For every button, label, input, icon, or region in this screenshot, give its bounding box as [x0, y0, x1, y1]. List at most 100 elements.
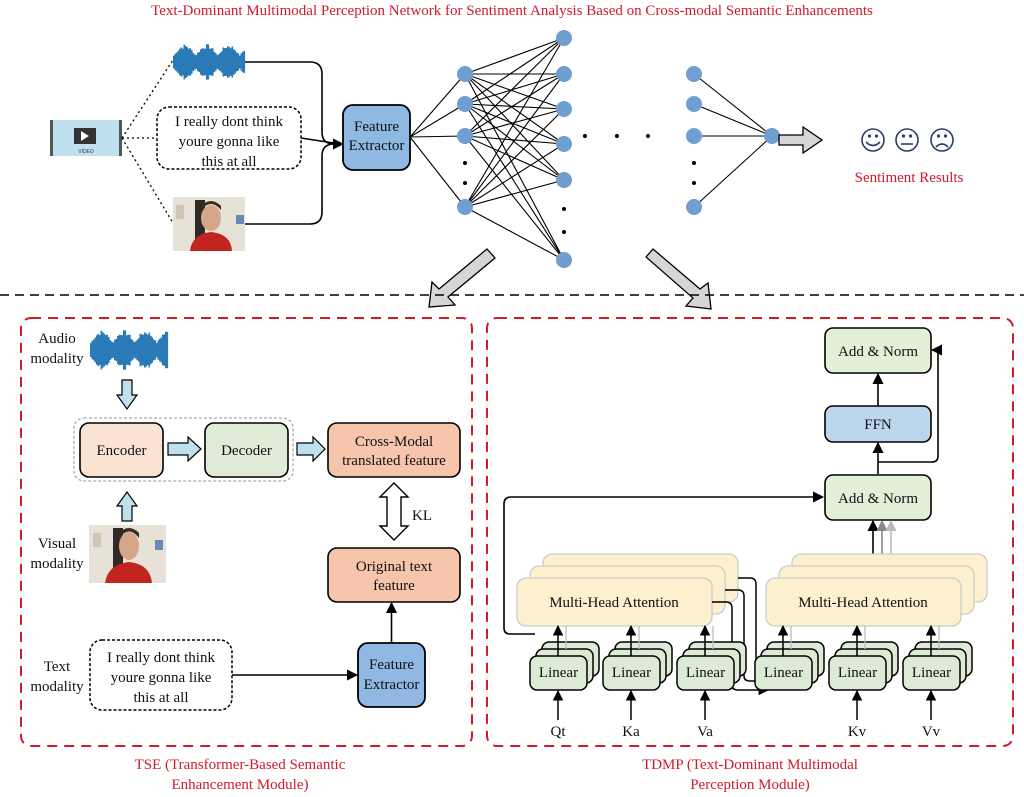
input-label: Kv: [848, 724, 867, 740]
text-modality-label: modality: [30, 679, 84, 695]
nn-node: [556, 101, 572, 117]
input-label: Va: [697, 724, 713, 740]
result-arrow: [778, 125, 824, 155]
nn-connection: [409, 135, 466, 138]
linear-label: Linear: [838, 665, 877, 681]
nn-ellipsis-dot: [692, 161, 696, 165]
visual-modality-label: Visual: [38, 536, 76, 552]
nn-connection: [409, 73, 466, 138]
nn-connection: [464, 103, 565, 261]
crossmodal-label: Cross-Modal: [355, 434, 433, 450]
diagram-title: Text-Dominant Multimodal Perception Netw…: [151, 3, 873, 19]
nn-connection: [464, 103, 565, 181]
input-label: Ka: [622, 724, 640, 740]
nn-connection: [464, 37, 565, 137]
audio-modality-label: modality: [30, 351, 84, 367]
tdmp-module-border: [486, 317, 1014, 747]
nn-node: [556, 172, 572, 188]
svg-text:VIDEO: VIDEO: [78, 149, 94, 155]
encoder-label: Encoder: [97, 443, 147, 459]
nn-connection: [464, 135, 565, 261]
tse-caption: TSE (Transformer-Based Semantic: [135, 757, 346, 773]
mha-left-label: Multi-Head Attention: [549, 595, 679, 611]
text-sample-line: this at all: [134, 690, 189, 706]
text-sample-line: I really dont think: [175, 114, 283, 130]
nn-ellipsis-dot: [646, 134, 650, 138]
down-left-arrow: [428, 248, 496, 308]
audio-waveform-icon: [90, 330, 169, 370]
tse-caption: Enhancement Module): [171, 777, 308, 793]
encoder-to-decoder-arrow: [167, 435, 202, 463]
feature-extractor-label: Feature: [369, 657, 414, 673]
residual-connection-qt: [503, 491, 825, 635]
nn-connection: [464, 108, 565, 208]
nn-connection: [464, 73, 565, 261]
nn-node: [457, 128, 473, 144]
visual-modality-label: modality: [30, 556, 84, 572]
smile-face-icon: [861, 128, 885, 152]
text-sample-line: youre gonna like: [111, 670, 212, 686]
nn-connection: [464, 37, 565, 208]
nn-connection: [409, 136, 466, 208]
sentiment-results-label: Sentiment Results: [855, 170, 964, 186]
nn-node: [457, 96, 473, 112]
sad-face-icon: [930, 128, 954, 152]
text-modality-label: Text: [44, 659, 71, 675]
nn-connection: [464, 103, 565, 110]
linear-label: Linear: [686, 665, 725, 681]
nn-connection: [464, 73, 565, 181]
kl-label: KL: [412, 508, 432, 524]
decoder-box: [204, 422, 289, 478]
neutral-face-icon: [895, 128, 919, 152]
visual-frame-image: [89, 525, 166, 583]
crossmodal-feature-box: [327, 422, 461, 478]
tse-module-border: [20, 317, 473, 747]
crossmodal-label: translated feature: [342, 453, 446, 469]
input-connectors: [245, 61, 345, 225]
add-norm-label: Add & Norm: [838, 344, 918, 360]
linear-label: Linear: [612, 665, 651, 681]
text-sample-line: youre gonna like: [179, 134, 280, 150]
feature-extractor-label: Feature: [354, 119, 399, 135]
nn-connection: [409, 103, 466, 138]
text-sample-line: this at all: [202, 154, 257, 170]
encoder-decoder-group: [73, 417, 294, 482]
nn-ellipsis-dot: [463, 161, 467, 165]
audio-modality-label: Audio: [38, 331, 76, 347]
nn-connection: [693, 73, 773, 137]
nn-node: [556, 30, 572, 46]
linear-label: Linear: [764, 665, 803, 681]
input-label: Vv: [922, 724, 941, 740]
down-right-arrow: [645, 248, 712, 310]
feature-extractor-label: Extractor: [364, 677, 420, 693]
nn-node: [686, 96, 702, 112]
nn-connection: [693, 103, 773, 137]
input-label: Qt: [551, 724, 567, 740]
text-sample-box: [89, 639, 233, 711]
feature-extractor-tse: [357, 642, 426, 708]
nn-connection: [464, 37, 565, 105]
original-text-label: Original text: [356, 559, 433, 575]
nn-node: [556, 136, 572, 152]
visual-frame-image: [173, 197, 245, 251]
mha-left-output: [725, 589, 757, 682]
nn-connection: [464, 73, 565, 145]
linear-label: Linear: [912, 665, 951, 681]
nn-connection: [464, 73, 565, 208]
nn-node: [686, 128, 702, 144]
mha-right-label: Multi-Head Attention: [798, 595, 928, 611]
nn-connection: [464, 103, 565, 145]
original-text-label: feature: [373, 578, 415, 594]
nn-ellipsis-dot: [562, 230, 566, 234]
kl-double-arrow: [378, 482, 410, 541]
nn-connection: [464, 37, 565, 75]
nn-connection: [693, 135, 773, 208]
nn-ellipsis-dot: [615, 134, 619, 138]
feature-extractor-label: Extractor: [349, 138, 405, 154]
video-icon: VIDEO: [50, 120, 122, 156]
nn-connection: [464, 73, 565, 137]
tdmp-caption: TDMP (Text-Dominant Multimodal: [642, 757, 858, 773]
decoder-label: Decoder: [221, 443, 272, 459]
nn-connection: [464, 73, 565, 105]
